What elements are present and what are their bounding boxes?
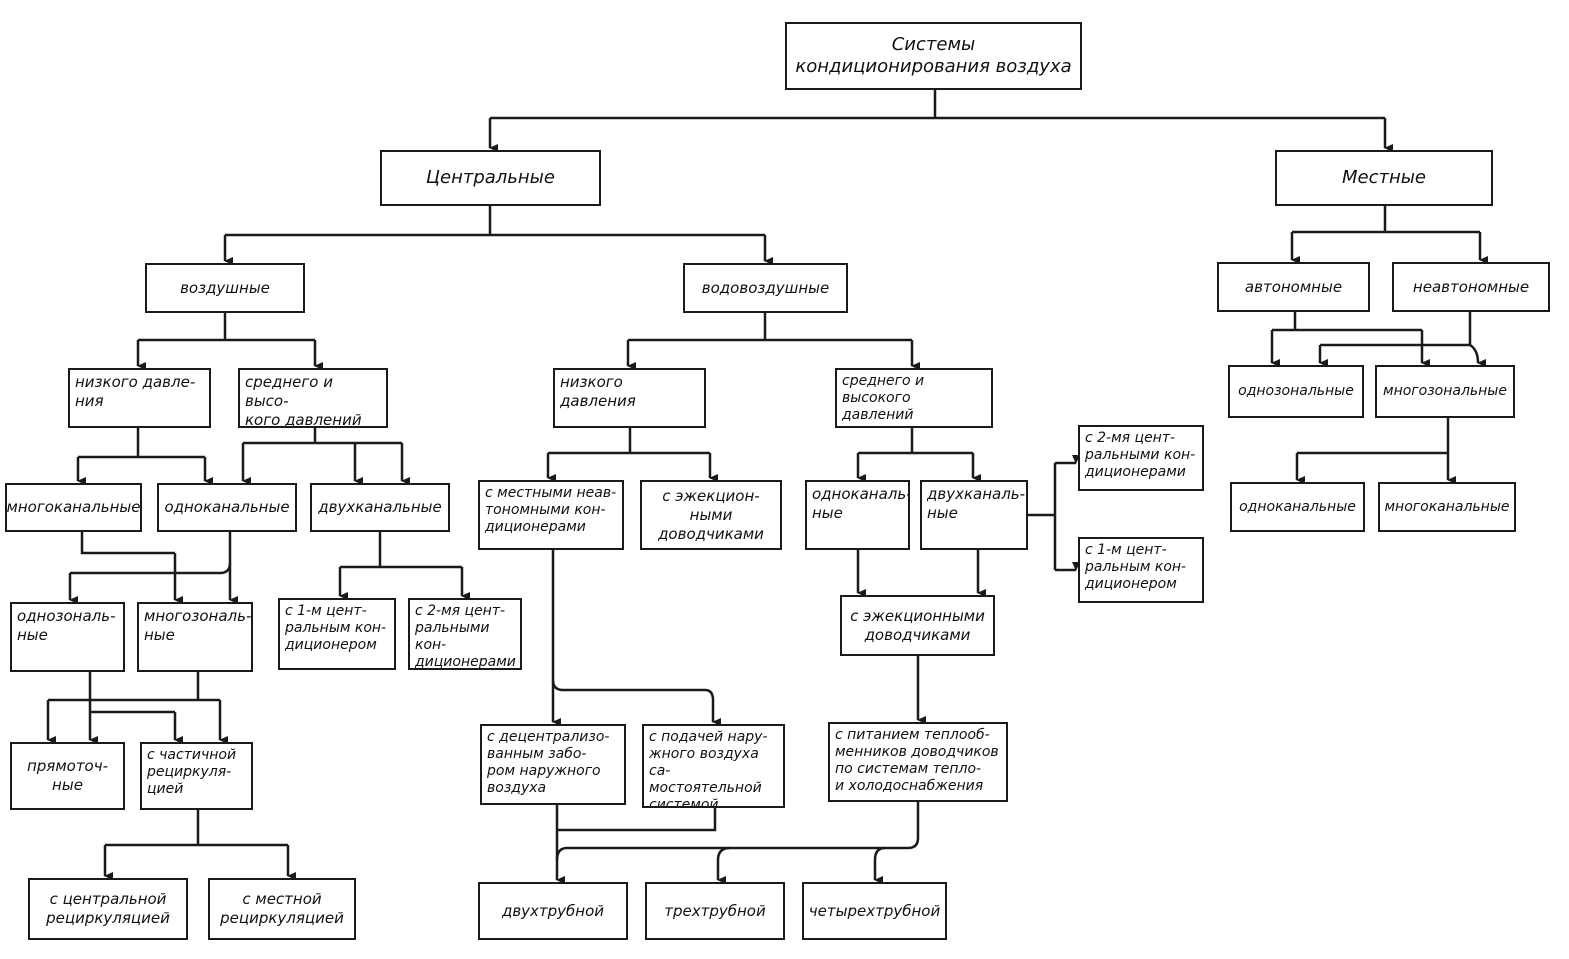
node-wa-low-pressure: низкого давления	[553, 368, 706, 428]
node-air-double-channel: двухканальные	[310, 483, 450, 532]
arrow-three-pipe	[716, 846, 731, 884]
wire-air-doublech	[340, 532, 462, 569]
node-local: Местные	[1275, 150, 1493, 206]
wire-root	[490, 90, 1385, 120]
node-non-autonomous: неавтономные	[1392, 262, 1550, 312]
wire-wa	[628, 313, 912, 342]
wire-air-zones	[48, 672, 220, 702]
node-wa-ejection: с эжекцион- ными доводчиками	[640, 480, 782, 550]
wire-wa-local-units	[551, 550, 721, 726]
node-water-air: водовоздушные	[683, 263, 848, 313]
node-air-partial-recirc: с частичной рециркуля- цией	[140, 742, 253, 810]
wire-autonomous	[1272, 312, 1422, 332]
node-air-single-zone: однозональ- ные	[10, 602, 125, 672]
node-central: Центральные	[380, 150, 601, 206]
node-wa-mid-high-pressure: среднего и высокого давлений	[835, 368, 993, 428]
node-air-once-through: прямоточ- ные	[10, 742, 125, 810]
node-local-single-channel: одноканальные	[1230, 482, 1365, 532]
wire-wa-mid	[858, 428, 973, 455]
node-wa-double-channel: двухканаль- ные	[920, 480, 1028, 550]
node-air-mid-high-pressure: среднего и высо- кого давлений	[238, 368, 388, 428]
node-wa-ejection-units: с эжекционными доводчиками	[840, 595, 995, 656]
node-two-pipe: двухтрубной	[478, 882, 628, 940]
arrow-multi-zone-2	[1469, 343, 1487, 367]
node-wa-separate-supply: с подачей нару- жного воздуха са- мостоя…	[642, 724, 785, 808]
node-air-multichannel: многоканальные	[5, 483, 142, 532]
wire-partial	[105, 810, 288, 847]
node-air-local-recirc: с местной рециркуляцией	[208, 878, 356, 940]
wire-air-mid	[243, 428, 402, 445]
node-air-two-central: с 2-мя цент- ральными кон- диционерами	[408, 598, 522, 670]
wire-heat-down	[555, 802, 920, 861]
node-wa-one-central: с 1-м цент- ральным кон- диционером	[1078, 537, 1204, 603]
node-wa-local-units: с местными неав- тономными кон- диционер…	[478, 480, 624, 550]
node-local-multi-channel: многоканальные	[1378, 482, 1516, 532]
node-air-single-channel: одноканальные	[157, 483, 297, 532]
node-air: воздушные	[145, 263, 305, 313]
wire-non-autonomous	[1320, 312, 1472, 347]
node-air-multi-zone: многозональ- ные	[137, 602, 253, 672]
node-wa-heat-exchangers: с питанием теплооб- менников доводчиков …	[828, 722, 1008, 802]
node-air-low-pressure: низкого давле- ния	[68, 368, 211, 428]
wire-wa-low	[548, 428, 710, 455]
node-wa-decentral-intake: с децентрализо- ванным забо- ром наружно…	[480, 724, 626, 805]
node-wa-single-channel: одноканаль- ные	[805, 480, 910, 550]
node-four-pipe: четырехтрубной	[802, 882, 947, 940]
wire-wa-doublech	[1028, 463, 1057, 570]
node-three-pipe: трехтрубной	[645, 882, 785, 940]
node-air-one-central: с 1-м цент- ральным кон- диционером	[278, 598, 396, 670]
wire-central	[225, 205, 765, 237]
node-root: Системы кондиционирования воздуха	[785, 22, 1082, 90]
wire-multi-zone	[1297, 418, 1450, 455]
arrow-four-pipe	[873, 846, 886, 884]
node-air-central-recirc: с центральной рециркуляцией	[28, 878, 188, 940]
node-local-single-zone: однозональные	[1228, 365, 1364, 418]
wire-air	[138, 313, 315, 342]
wire-separate-down	[557, 808, 717, 832]
node-wa-two-central: с 2-мя цент- ральными кон- диционерами	[1078, 425, 1204, 491]
node-autonomous: автономные	[1217, 262, 1370, 312]
node-local-multi-zone: многозональные	[1375, 365, 1515, 418]
wire-local	[1292, 205, 1480, 234]
wire-air-low	[78, 428, 205, 459]
wire-air-multich	[80, 532, 175, 555]
